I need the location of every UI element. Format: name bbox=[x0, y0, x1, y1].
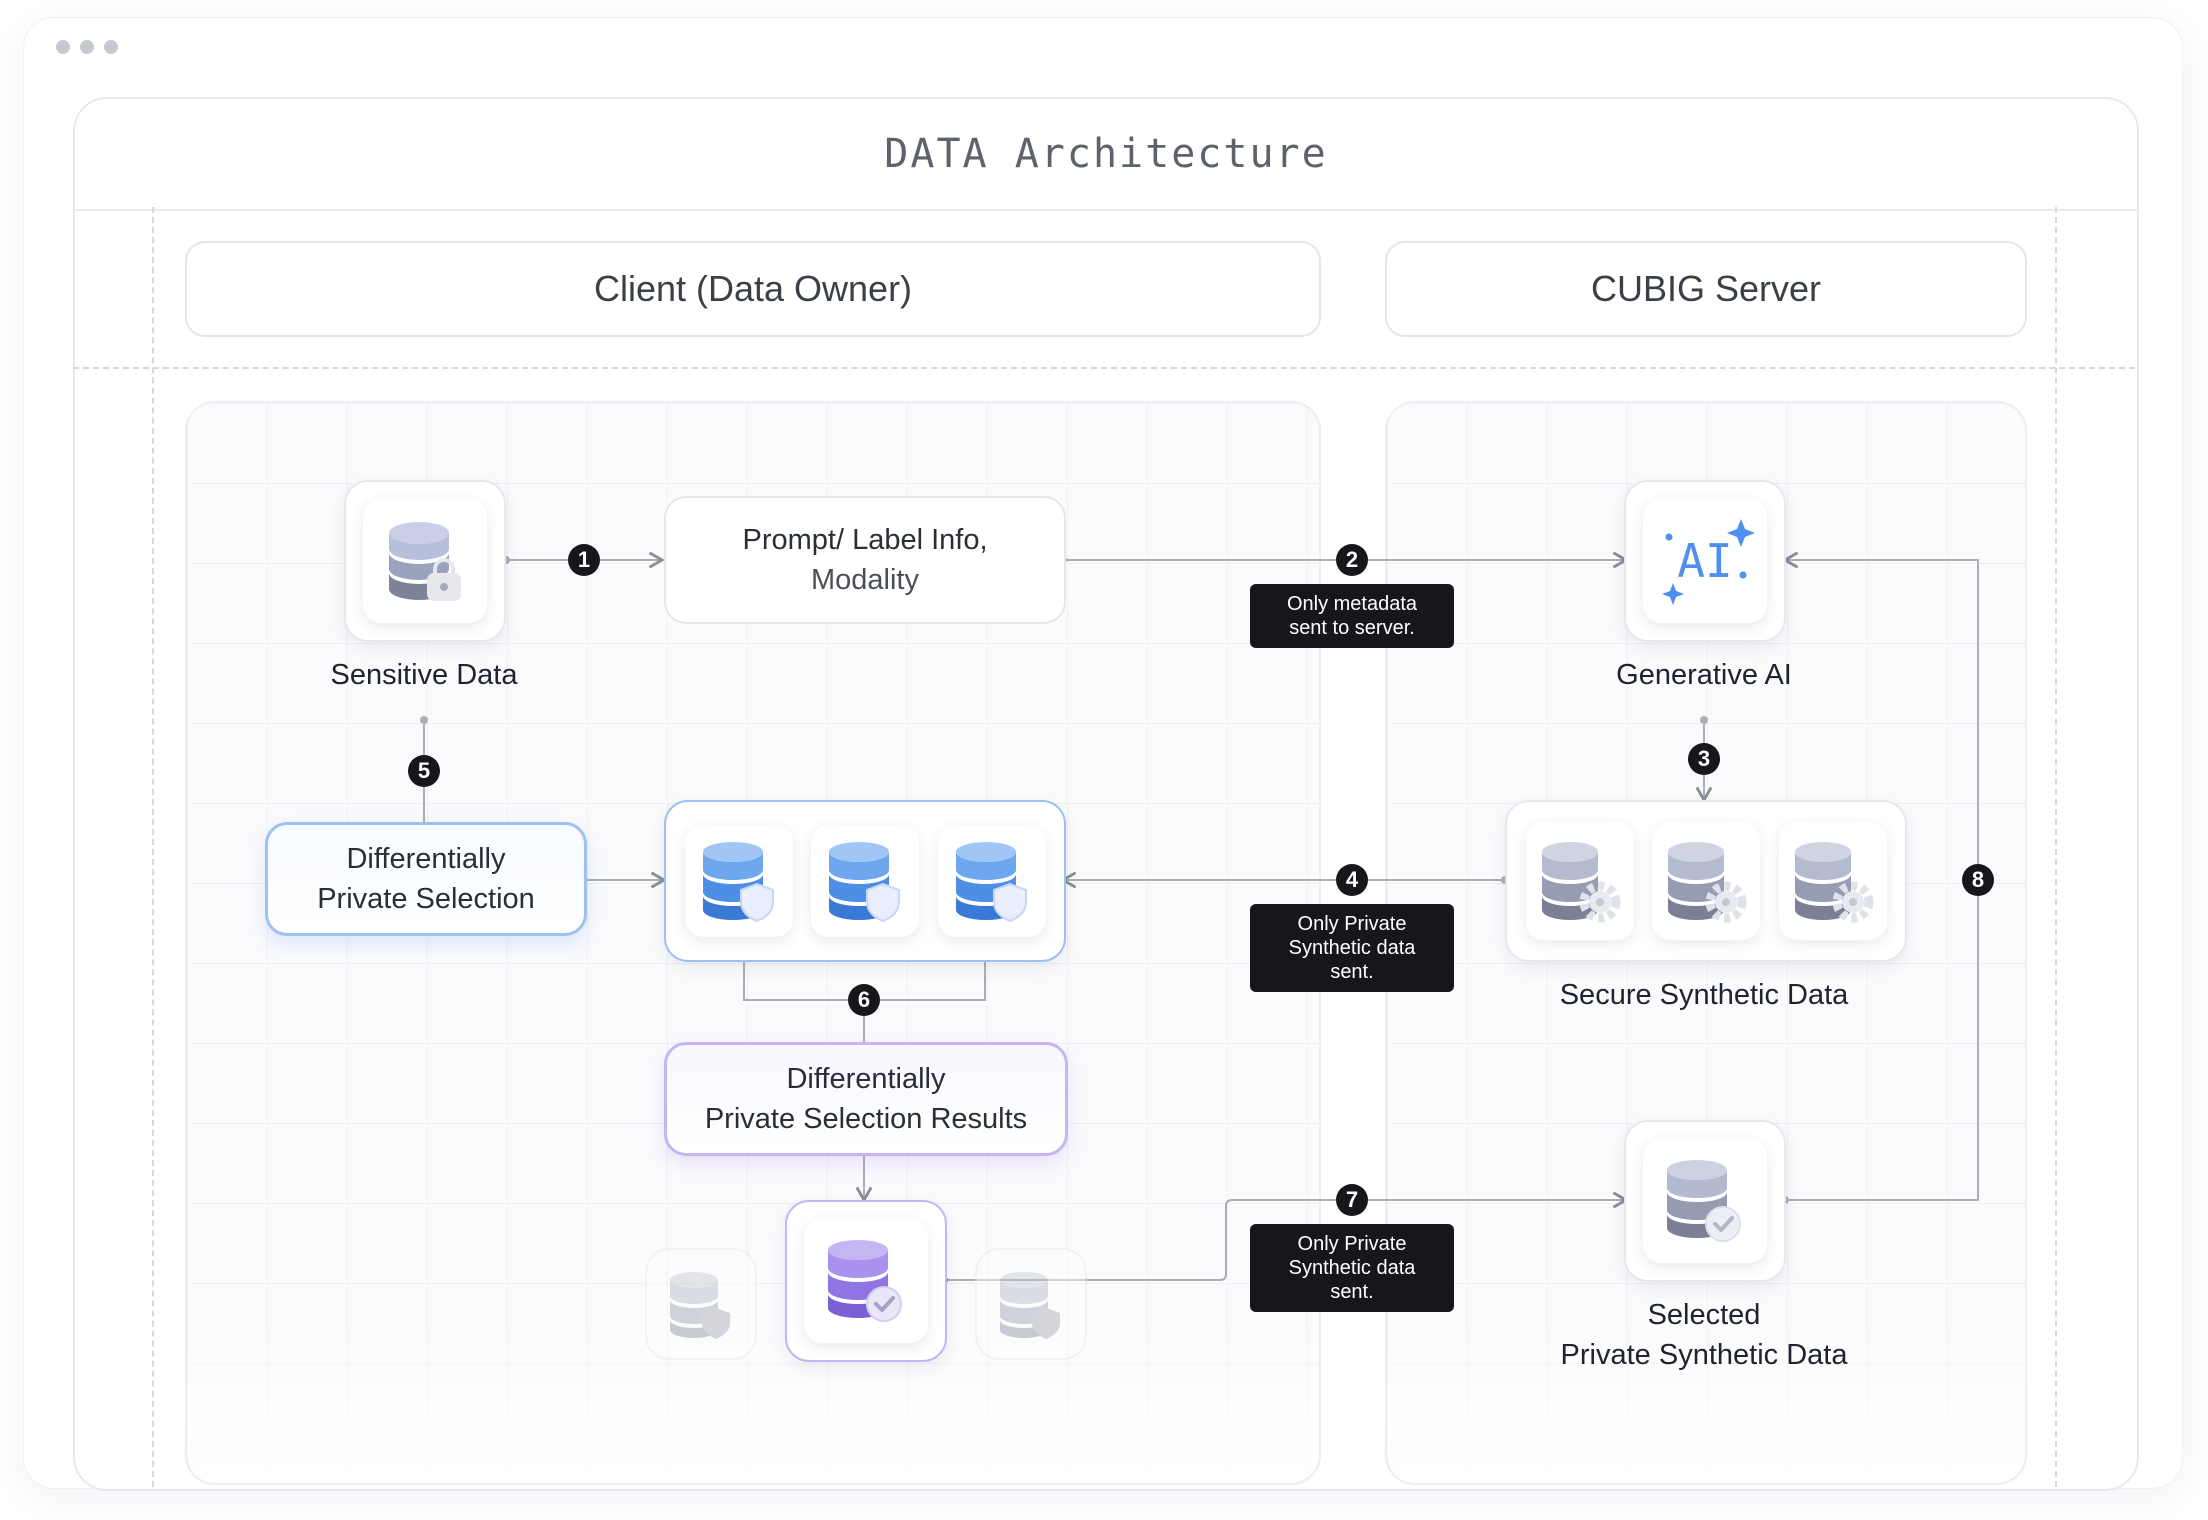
window-dot[interactable] bbox=[56, 40, 70, 54]
step-badge-7: 7 bbox=[1336, 1184, 1368, 1216]
step-badge-2: 2 bbox=[1336, 544, 1368, 576]
gear-database-icon bbox=[1652, 822, 1760, 940]
secure-synthetic-data-label: Secure Synthetic Data bbox=[1559, 979, 1849, 1011]
guide-line-right bbox=[2055, 207, 2057, 1487]
synthetic-note-b: Only Private Synthetic data sent. bbox=[1250, 1224, 1454, 1312]
shield-database-icon bbox=[811, 825, 919, 937]
client-synthetic-data-group[interactable] bbox=[664, 800, 1066, 962]
shield-database-icon bbox=[937, 825, 1046, 937]
synthetic-note-a-line3: sent. bbox=[1330, 961, 1374, 983]
step-badge-1: 1 bbox=[568, 544, 600, 576]
discarded-data-tile bbox=[975, 1248, 1087, 1360]
synthetic-note-b-line1: Only Private bbox=[1297, 1233, 1407, 1255]
synthetic-note-a: Only Private Synthetic data sent. bbox=[1250, 904, 1454, 992]
dp-results-line2: Private Selection Results bbox=[704, 1103, 1028, 1135]
generative-ai-tile[interactable]: AI bbox=[1624, 480, 1786, 642]
step-badge-6: 6 bbox=[848, 984, 880, 1016]
selected-private-line2: Private Synthetic Data bbox=[1560, 1339, 1848, 1371]
secure-synthetic-data-group[interactable] bbox=[1505, 800, 1907, 962]
window-controls bbox=[56, 40, 118, 54]
dp-results-line1: Differentially bbox=[786, 1063, 946, 1095]
dp-selection-line2: Private Selection bbox=[317, 883, 535, 915]
step-badge-8: 8 bbox=[1962, 864, 1994, 896]
sensitive-data-label: Sensitive Data bbox=[330, 659, 518, 691]
panel-header: DATA Architecture bbox=[75, 99, 2137, 211]
prompt-label-info-box[interactable]: Prompt/ Label Info, Modality bbox=[664, 496, 1066, 624]
selected-output-tile[interactable] bbox=[785, 1200, 947, 1362]
shield-database-icon bbox=[670, 1272, 730, 1339]
shield-database-icon bbox=[1000, 1272, 1060, 1339]
shield-database-icon bbox=[684, 825, 793, 937]
sensitive-data-tile[interactable] bbox=[344, 480, 506, 642]
prompt-info-line2: Modality bbox=[811, 564, 919, 596]
step-badge-3: 3 bbox=[1688, 743, 1720, 775]
prompt-info-line1: Prompt/ Label Info, bbox=[742, 524, 988, 556]
selected-private-synthetic-tile[interactable] bbox=[1624, 1120, 1786, 1282]
ai-sparkle-icon: AI bbox=[1643, 499, 1767, 623]
discarded-data-tile bbox=[645, 1248, 757, 1360]
selected-private-line1: Selected bbox=[1647, 1299, 1761, 1331]
synthetic-note-b-line3: sent. bbox=[1330, 1281, 1374, 1303]
check-database-icon bbox=[804, 1219, 928, 1343]
metadata-note-line2: sent to server. bbox=[1289, 617, 1415, 639]
synthetic-note-a-line2: Synthetic data bbox=[1288, 937, 1416, 959]
synthetic-note-a-line1: Only Private bbox=[1297, 913, 1407, 935]
guide-line-horizontal bbox=[73, 367, 2135, 369]
dp-selection-results-box[interactable]: Differentially Private Selection Results bbox=[664, 1042, 1068, 1156]
check-database-icon bbox=[1643, 1139, 1767, 1263]
ai-icon-text: AI bbox=[1677, 534, 1733, 588]
guide-line-left bbox=[152, 207, 154, 1487]
server-column-header: CUBIG Server bbox=[1385, 241, 2027, 337]
synthetic-note-b-line2: Synthetic data bbox=[1288, 1257, 1416, 1279]
step-badge-5: 5 bbox=[408, 755, 440, 787]
metadata-note-line1: Only metadata bbox=[1286, 593, 1418, 615]
client-column-header: Client (Data Owner) bbox=[185, 241, 1321, 337]
generative-ai-label: Generative AI bbox=[1616, 659, 1792, 691]
gear-database-icon bbox=[1778, 822, 1887, 940]
dp-selection-line1: Differentially bbox=[346, 843, 506, 875]
selected-private-synthetic-label: Selected Private Synthetic Data bbox=[1524, 1295, 1884, 1375]
metadata-note: Only metadata sent to server. bbox=[1250, 584, 1454, 648]
gear-database-icon bbox=[1525, 822, 1634, 940]
locked-database-icon bbox=[363, 499, 487, 623]
window-dot[interactable] bbox=[80, 40, 94, 54]
window-dot[interactable] bbox=[104, 40, 118, 54]
step-badge-4: 4 bbox=[1336, 864, 1368, 896]
dp-selection-box[interactable]: Differentially Private Selection bbox=[265, 822, 587, 936]
panel-title: DATA Architecture bbox=[884, 131, 1328, 177]
